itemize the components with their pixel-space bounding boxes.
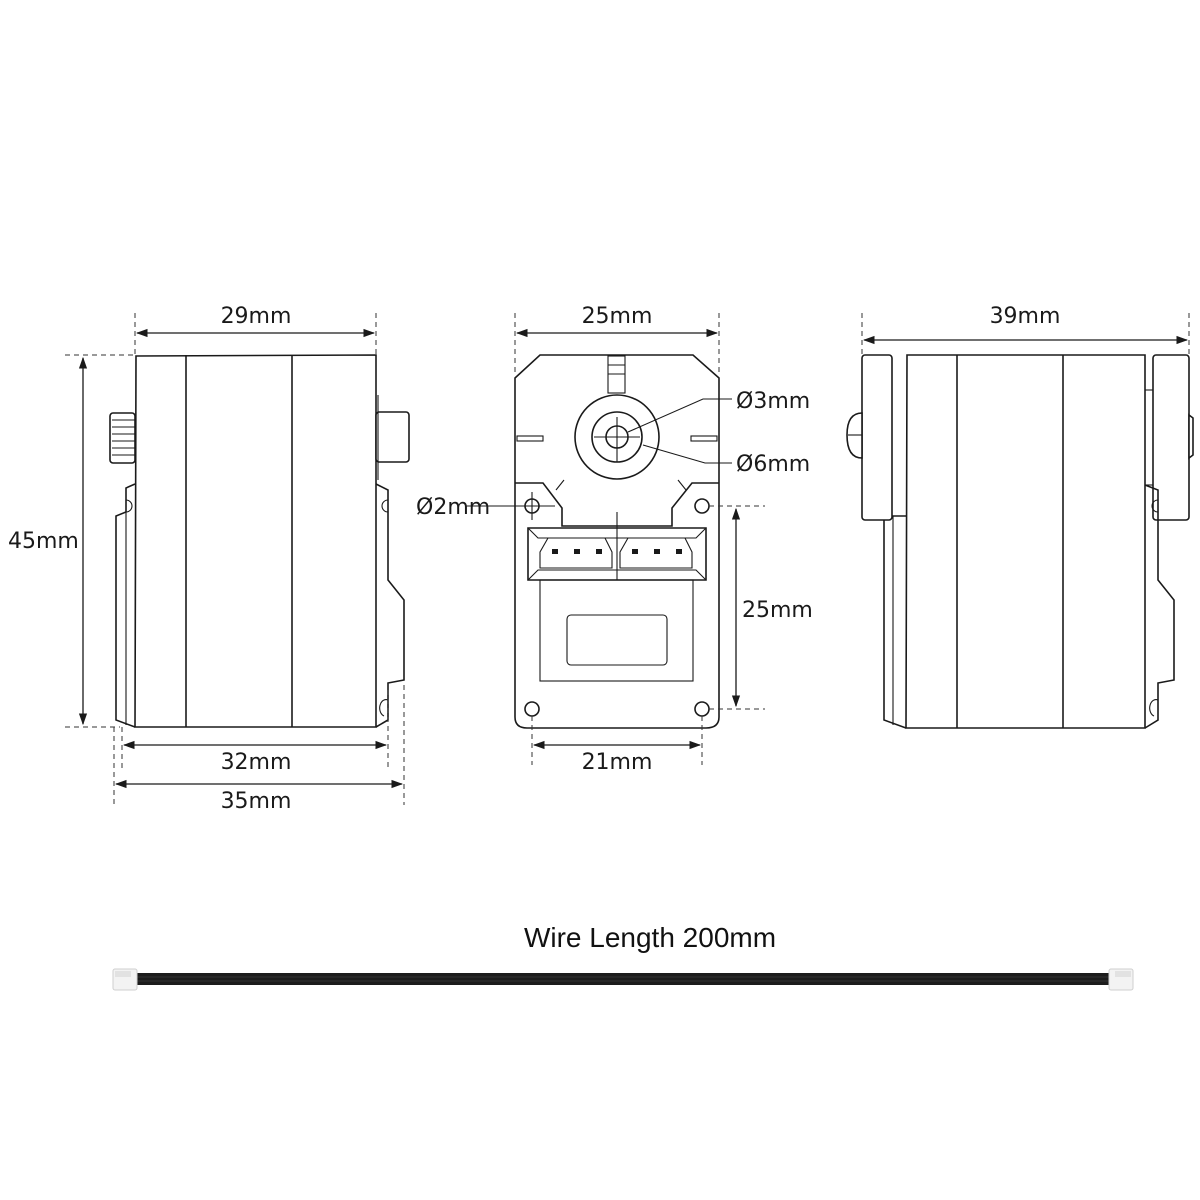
label-shaft-3mm: Ø3mm <box>736 389 810 414</box>
connector-port-right <box>619 537 693 569</box>
connector-port-left <box>539 537 613 569</box>
wire-section: Wire Length 200mm <box>112 922 1134 991</box>
servo-body-side <box>134 354 377 728</box>
wire-length-label: Wire Length 200mm <box>524 922 776 953</box>
label-shaft-6mm: Ø6mm <box>736 452 810 477</box>
dimension-label-29mm: 29mm <box>221 304 292 329</box>
side-view: 29mm 45mm 32mm <box>8 304 410 814</box>
side-boss <box>375 411 410 463</box>
dimension-label-32mm: 32mm <box>221 750 292 775</box>
wire-cable <box>136 973 1110 985</box>
output-spline <box>109 412 136 464</box>
dimension-label-25mm-width: 25mm <box>582 304 653 329</box>
dimension-label-25mm-holes: 25mm <box>742 598 813 623</box>
rear-side-view: 39mm <box>846 304 1194 729</box>
dimension-label-45mm: 45mm <box>8 529 79 554</box>
label-window <box>566 614 668 666</box>
dimension-label-35mm: 35mm <box>221 789 292 814</box>
label-mount-hole-2mm: Ø2mm <box>416 495 490 520</box>
front-view: 25mm Ø3mm Ø6mm Ø2mm <box>416 304 813 775</box>
shaft-hub <box>574 394 660 480</box>
horn-disc-left <box>861 354 893 521</box>
dimension-label-39mm: 39mm <box>990 304 1061 329</box>
horn-boss-right <box>1188 413 1194 460</box>
servo-body-rear <box>905 354 1146 729</box>
dimension-label-21mm: 21mm <box>582 750 653 775</box>
